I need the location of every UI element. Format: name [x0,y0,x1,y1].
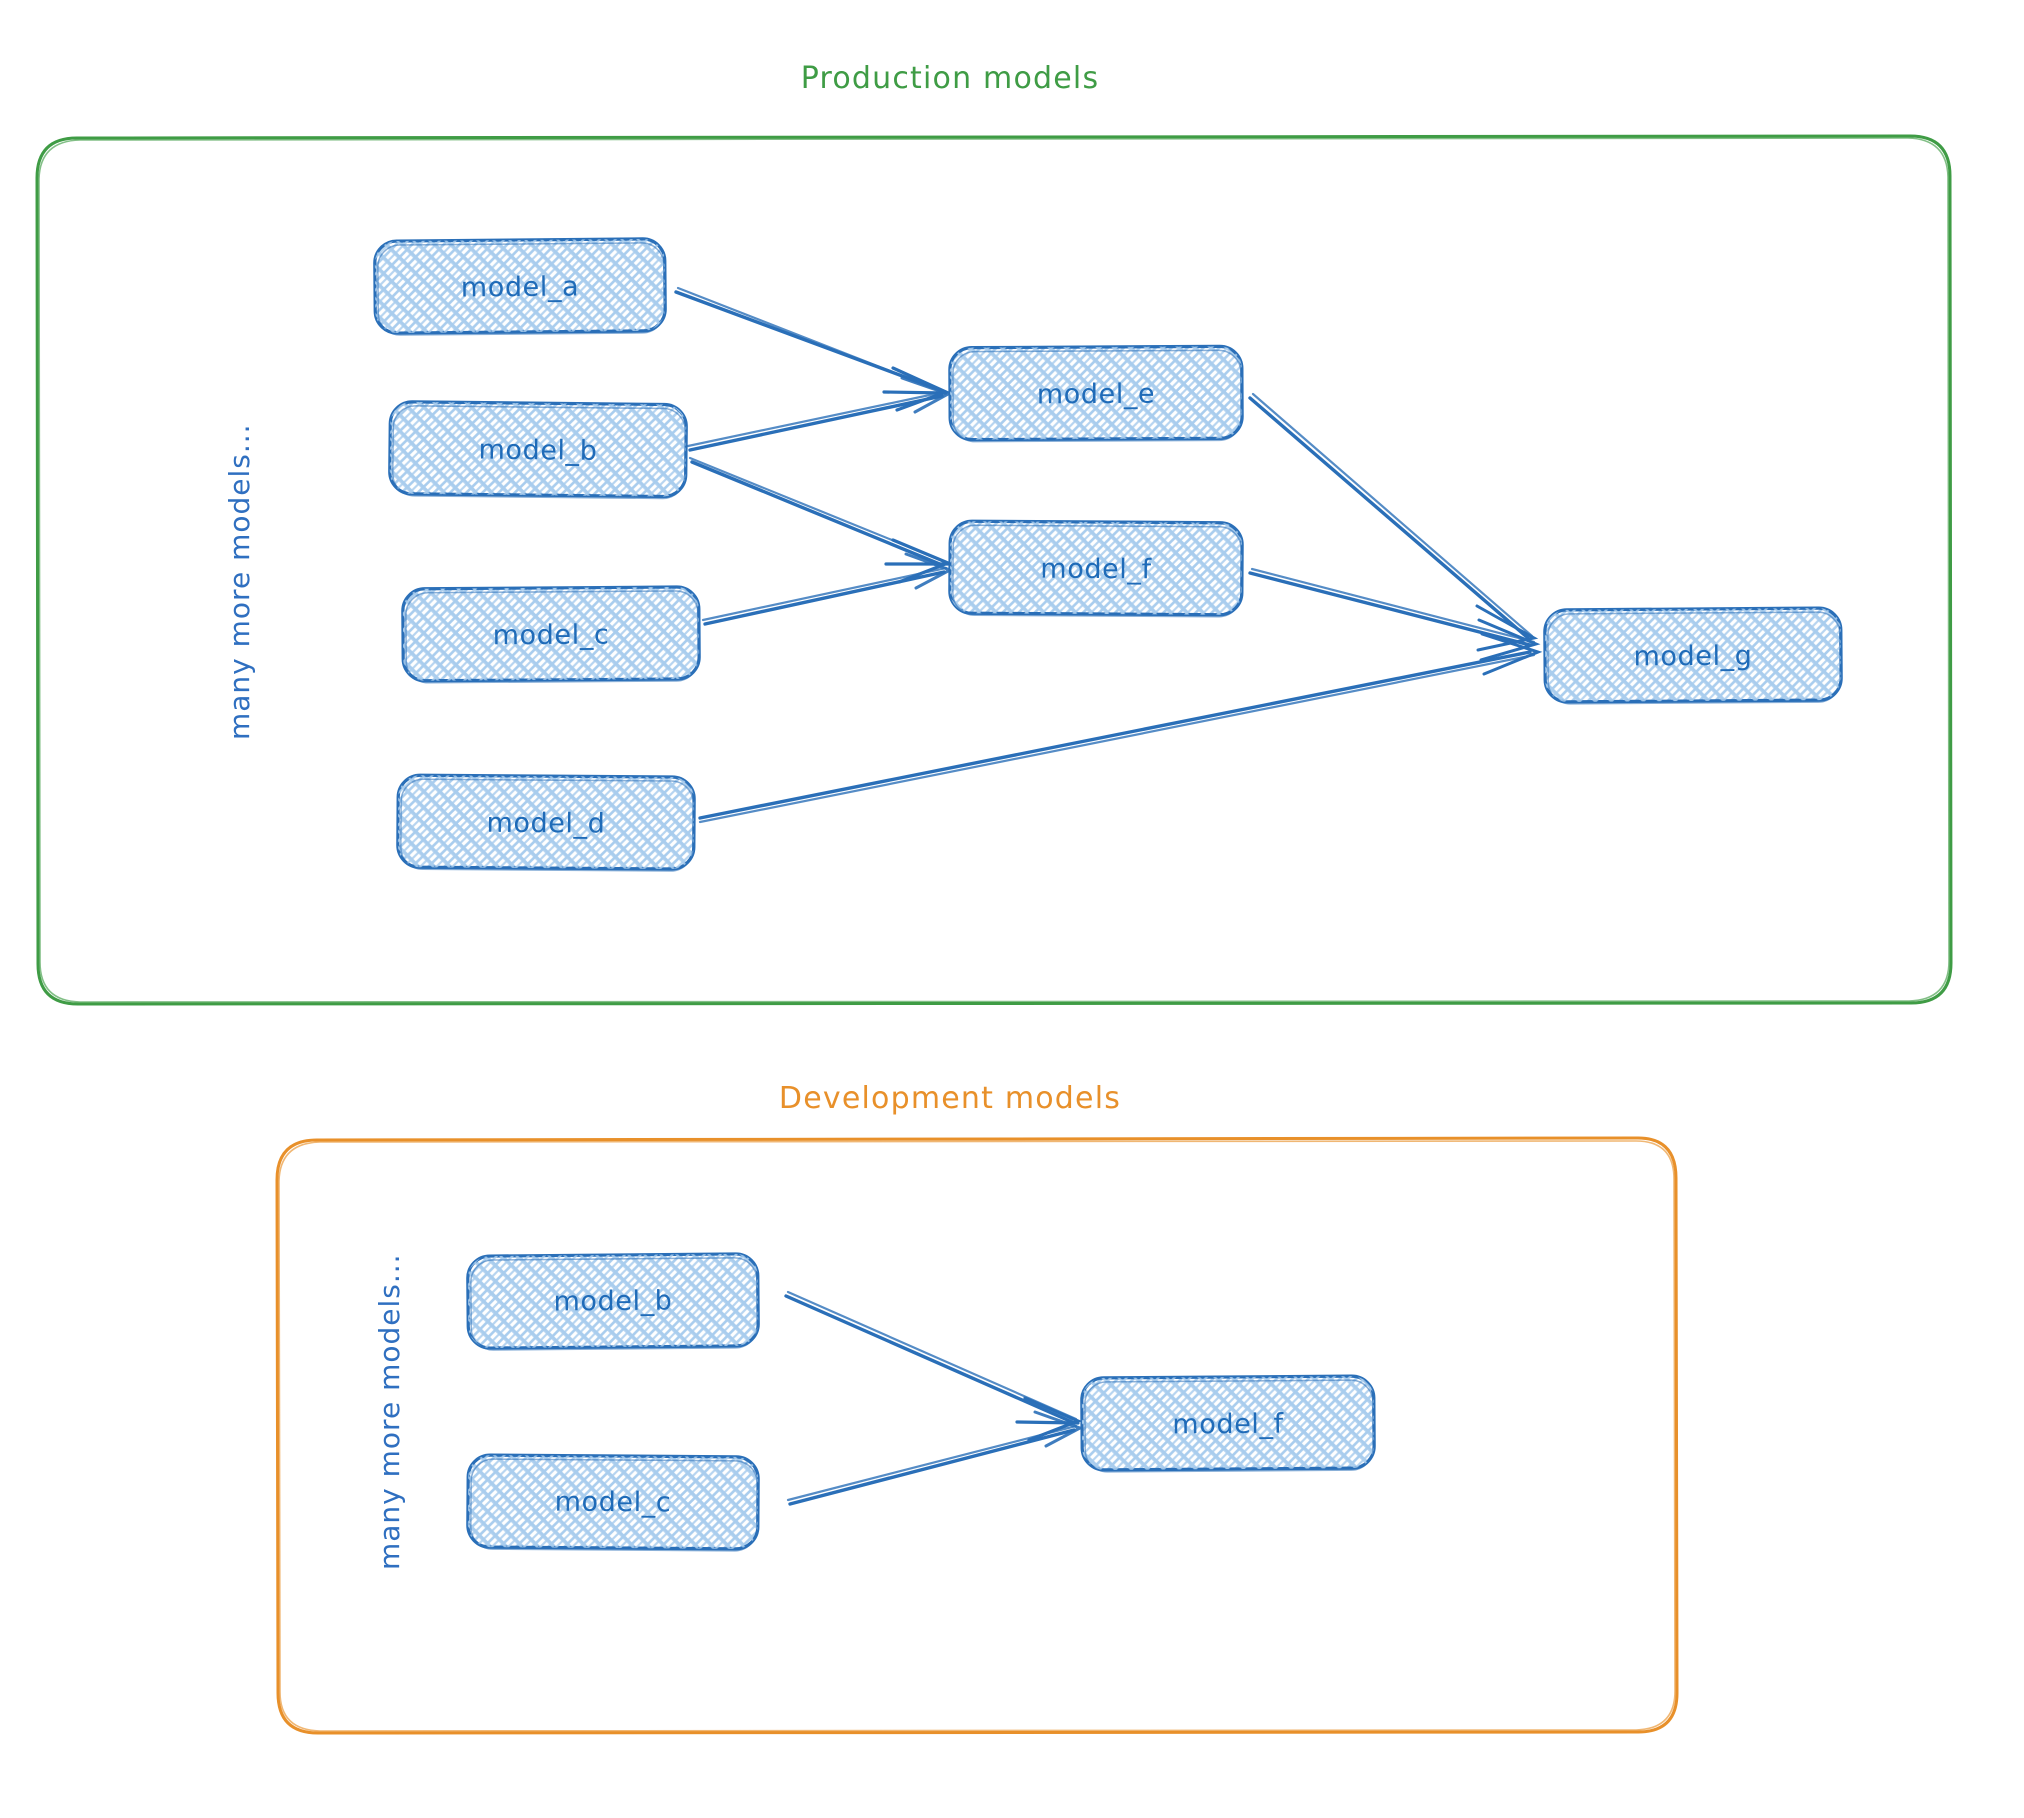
node-label: model_b [478,435,597,467]
production-group-title: Production models [801,61,1100,96]
node-prod-model-f[interactable]: model_f [948,519,1244,618]
node-label: model_g [1633,641,1752,673]
development-nodes: model_b model_c model_f [466,1252,1376,1552]
development-side-note: many more models... [373,1253,406,1570]
production-edges [674,286,1543,824]
edge-model-d-to-model-g [698,632,1543,824]
node-prod-model-d[interactable]: model_d [396,773,696,872]
production-nodes: model_a model_b model_c [373,237,1843,872]
development-group-border [275,1136,1679,1735]
node-label: model_e [1037,379,1156,411]
node-dev-model-f[interactable]: model_f [1080,1374,1376,1473]
node-dev-model-c[interactable]: model_c [466,1453,760,1552]
node-label: model_a [461,271,580,303]
node-label: model_d [486,808,605,840]
node-dev-model-b[interactable]: model_b [466,1252,760,1351]
edge-model-e-to-model-g [1248,392,1539,652]
node-label: model_f [1040,554,1152,586]
group-production: Production models many more models... [35,61,1953,1006]
edge-model-b-to-model-e [686,376,952,452]
node-label: model_f [1172,1409,1284,1441]
node-label: model_c [493,619,610,651]
node-label: model_c [555,1487,672,1519]
edge-model-b-to-model-f [688,456,953,584]
node-prod-model-g[interactable]: model_g [1543,606,1843,705]
development-group-title: Development models [779,1081,1121,1116]
production-side-note: many more models... [223,423,256,740]
edge-model-a-to-model-e [674,286,951,412]
node-prod-model-c[interactable]: model_c [401,585,701,684]
node-prod-model-a[interactable]: model_a [373,237,667,336]
node-prod-model-e[interactable]: model_e [948,344,1244,443]
group-development: Development models many more models... [275,1081,1679,1735]
edge-dev-model-b-to-model-f [784,1290,1083,1442]
development-edges [784,1290,1084,1506]
node-prod-model-b[interactable]: model_b [388,400,688,500]
production-group-border [35,134,1953,1006]
edge-dev-model-c-to-model-f [786,1410,1084,1506]
node-label: model_b [553,1285,672,1317]
